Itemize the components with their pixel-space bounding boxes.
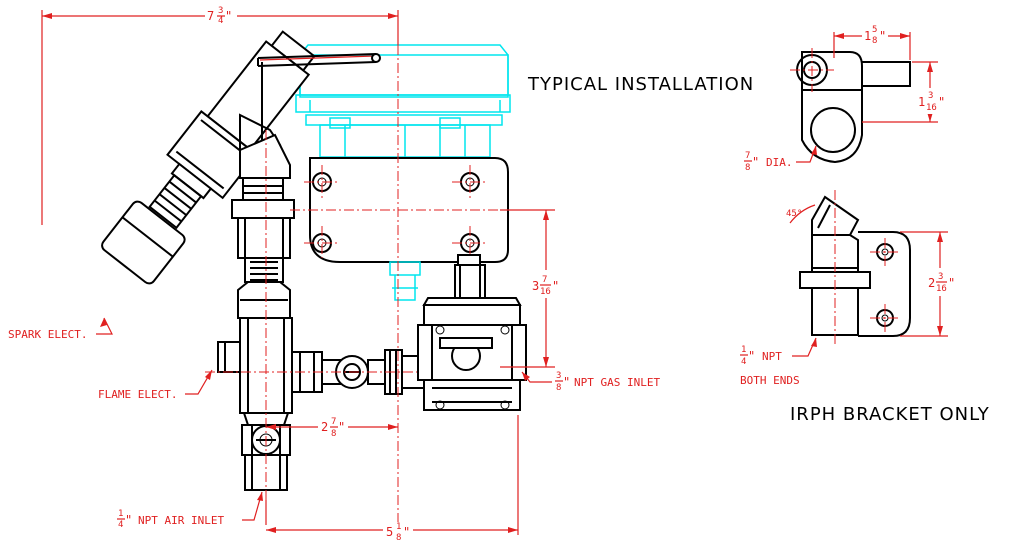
dim-vertical-height: 3 7 16 " — [500, 209, 562, 368]
callout-gas-inlet-label: NPT GAS INLET — [574, 376, 660, 389]
dim-overall-width-den: 4 — [218, 16, 223, 26]
dim-irph-height-den: 16 — [936, 284, 947, 294]
dim-inlet-offset-den: 8 — [331, 429, 336, 439]
dim-bracket-arm-unit: " — [879, 29, 886, 43]
air-inlet-size-unit: " — [125, 513, 132, 527]
gas-inlet-size-unit: " — [563, 375, 570, 389]
dim-irph-height-unit: " — [948, 276, 955, 290]
callout-flame-electrode: FLAME ELECT. — [98, 369, 213, 401]
hole-dia-den: 8 — [745, 163, 750, 173]
callout-gas-inlet: 3 8 " NPT GAS INLET — [521, 371, 660, 393]
plate-bolt-holes — [312, 172, 480, 253]
dim-bracket-arm-den: 8 — [872, 36, 877, 46]
gas-inlet-size-num: 3 — [556, 371, 561, 381]
dim-inlet-offset: 2 7 8 " — [265, 417, 398, 525]
callout-spark-elect-label: SPARK ELECT. — [8, 328, 87, 341]
gas-regulator — [417, 254, 527, 411]
dim-base-width-whole: 5 — [386, 525, 393, 539]
irph-bracket-detail: 45° 2 3 16 " 1 4 " NPT BOTH ENDS — [740, 190, 962, 387]
dim-overall-width: 7 3 4 " — [41, 6, 399, 225]
dim-vertical-height-whole: 3 — [532, 279, 539, 293]
dim-base-width-unit: " — [403, 525, 410, 539]
dim-base-width-den: 8 — [396, 533, 401, 541]
callout-both-ends-label: BOTH ENDS — [740, 374, 800, 387]
callout-air-inlet: 1 4 " NPT AIR INLET — [117, 491, 263, 530]
dim-inlet-offset-whole: 2 — [321, 420, 328, 434]
bracket-detail: 1 5 8 " 1 3 16 " 7 8 " DIA. — [744, 25, 952, 173]
reference-burner-housing — [295, 44, 511, 158]
dim-base-width-num: 1 — [396, 522, 401, 532]
dim-overall-width-num: 3 — [218, 6, 223, 16]
air-inlet-size-den: 4 — [118, 520, 123, 530]
npt-size-unit: " — [748, 349, 755, 363]
dim-inlet-offset-unit: " — [338, 420, 345, 434]
dim-vertical-height-unit: " — [552, 279, 559, 293]
centerline-vertical — [290, 45, 548, 530]
dim-bracket-height-unit: " — [938, 95, 945, 109]
gas-inlet-size-den: 8 — [556, 383, 561, 393]
dim-overall-width-whole: 7 — [207, 9, 214, 23]
dim-inlet-offset-num: 7 — [331, 417, 336, 427]
dim-overall-width-unit: " — [225, 9, 232, 23]
dim-bracket-height-whole: 1 — [918, 95, 925, 109]
air-inlet-size-num: 1 — [118, 509, 123, 519]
flame-electrode-assembly — [205, 130, 430, 500]
callout-dia-label: DIA. — [766, 156, 793, 169]
callout-spark-electrode: SPARK ELECT. — [8, 317, 113, 341]
irph-elbow-angle: 45° — [786, 209, 802, 219]
dim-bracket-height-num: 3 — [928, 91, 933, 101]
callout-npt-label: NPT — [762, 350, 782, 363]
title-irph-bracket-only: IRPH BRACKET ONLY — [790, 404, 990, 425]
hole-dia-unit: " — [752, 155, 759, 169]
hole-dia-num: 7 — [745, 151, 750, 161]
dim-vertical-height-den: 16 — [540, 287, 551, 297]
callout-flame-elect-label: FLAME ELECT. — [98, 388, 177, 401]
callout-air-inlet-label: NPT AIR INLET — [138, 514, 224, 527]
dim-vertical-height-num: 7 — [542, 275, 547, 285]
dim-bracket-height-den: 16 — [926, 103, 937, 113]
npt-size-den: 4 — [741, 357, 746, 367]
title-typical-installation: TYPICAL INSTALLATION — [527, 74, 754, 95]
dim-bracket-arm-num: 5 — [872, 25, 877, 35]
dim-irph-height-num: 3 — [938, 272, 943, 282]
spark-electrode-assembly — [101, 30, 316, 285]
npt-size-num: 1 — [741, 345, 746, 355]
dim-bracket-arm-whole: 1 — [864, 29, 871, 43]
mounting-plate — [304, 157, 509, 301]
dim-base-width: 5 1 8 " — [266, 415, 519, 541]
dim-irph-height-whole: 2 — [928, 276, 935, 290]
